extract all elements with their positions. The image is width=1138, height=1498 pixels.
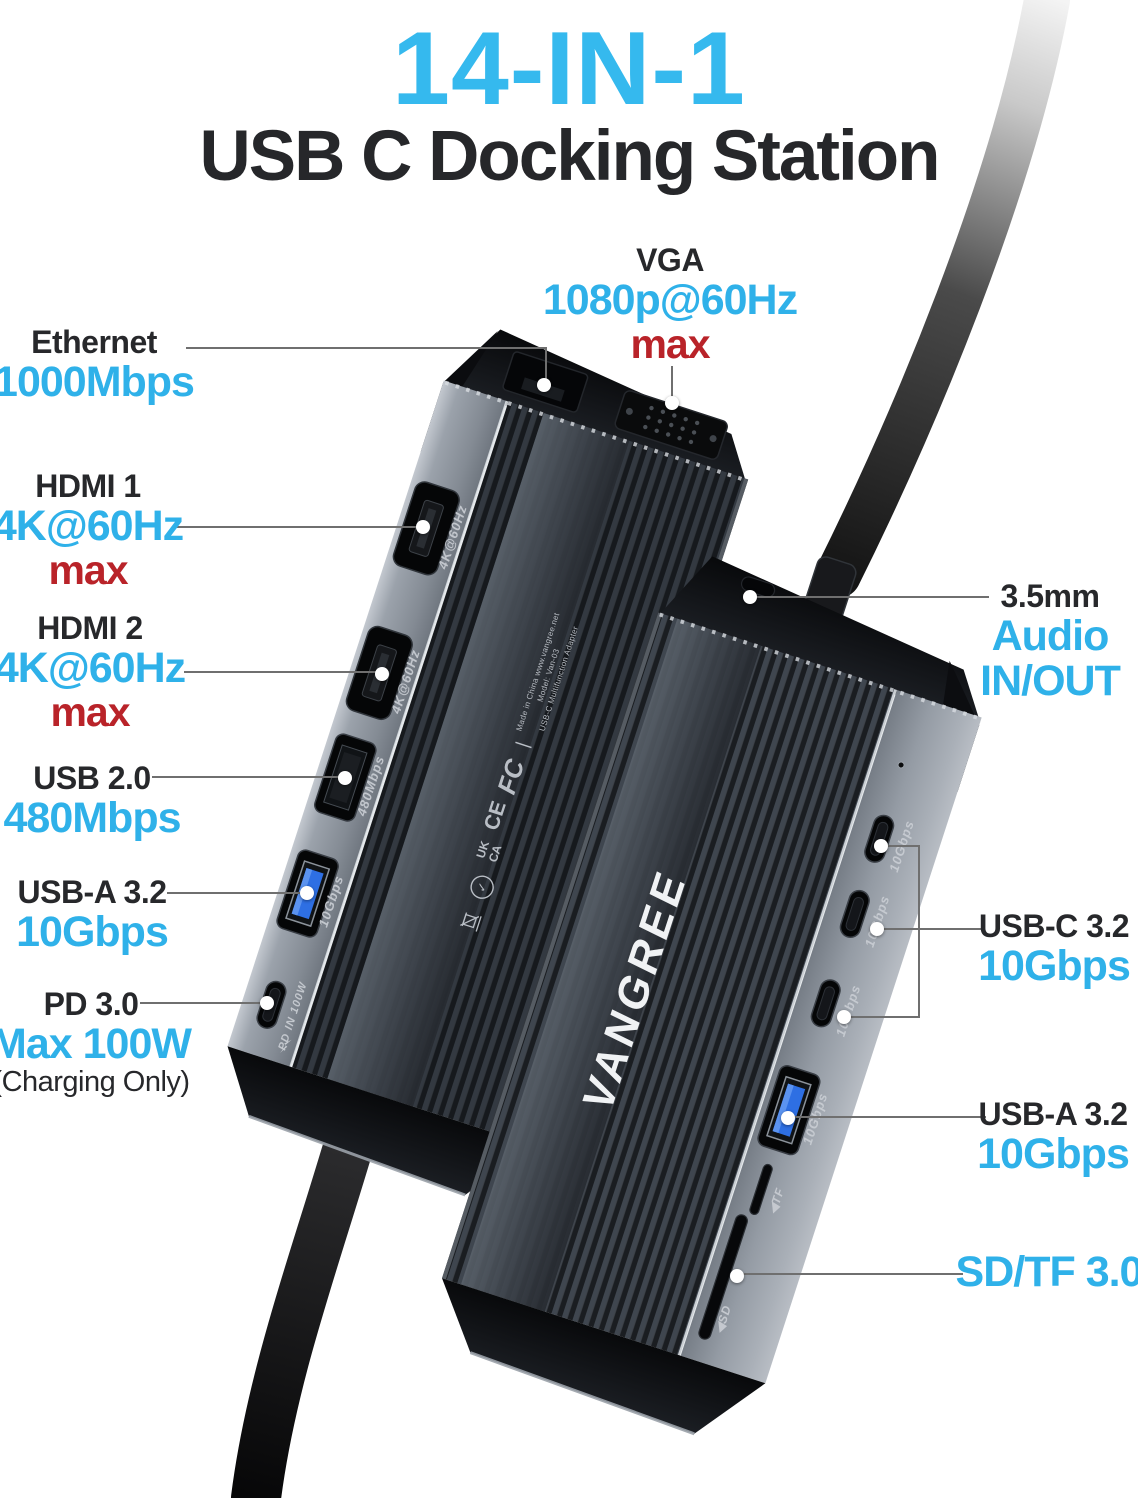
audio-name: 3.5mm: [1000, 578, 1100, 614]
callout-line-usba-right: [791, 1116, 986, 1118]
label-usba-left: USB-A 3.2 10Gbps: [16, 874, 169, 956]
callout-dot-usbc2: [870, 922, 884, 936]
callout-line-vga: [671, 366, 673, 402]
print-divider: |: [512, 739, 532, 750]
callout-bracket-usbc-top: [884, 845, 920, 847]
device2-bottom-face: [442, 1278, 766, 1434]
usb20-spec: 480Mbps: [3, 793, 181, 842]
label-usba-right: USB-A 3.2 10Gbps: [977, 1096, 1130, 1178]
device2-gloss-band: [461, 618, 762, 1312]
tf-slot: [749, 1163, 773, 1215]
hdmi1-note: max: [48, 547, 128, 594]
ethernet-name: Ethernet: [31, 324, 157, 360]
ethernet-spec: 1000Mbps: [0, 357, 195, 406]
ukca-mark-uk: UK: [473, 839, 492, 860]
usbc-port-3: [810, 979, 841, 1028]
callout-line-hdmi2: [184, 671, 381, 673]
callout-line-usb20: [152, 776, 344, 778]
label-ethernet: Ethernet 1000Mbps: [0, 324, 195, 406]
device2-rim-highlight: [677, 689, 898, 1356]
hdmi1-spec: 4K@60Hz: [0, 501, 184, 550]
usbc-port-2: [839, 889, 870, 938]
hdmi2-spec: 4K@60Hz: [0, 643, 186, 692]
vga-name: VGA: [636, 242, 704, 278]
callout-dot-usba-right: [781, 1111, 795, 1125]
callout-dot-hdmi2: [375, 667, 389, 681]
pd-note: (Charging Only): [0, 1066, 190, 1099]
callout-line-sdtf: [740, 1273, 963, 1275]
hdmi2-name: HDMI 2: [37, 610, 143, 646]
usba-right-name: USB-A 3.2: [978, 1096, 1128, 1132]
device2-top-face: [656, 556, 981, 723]
svg-text:✓: ✓: [474, 880, 490, 894]
callout-dot-ethernet: [537, 378, 551, 392]
sdtf-name: SD/TF 3.0: [955, 1248, 1138, 1296]
device1-bottom-face: [227, 1046, 532, 1196]
callout-line-ethernet-v: [545, 347, 547, 385]
label-hdmi2: HDMI 2 4K@60Hz max: [0, 610, 186, 736]
usbc-right-spec: 10Gbps: [978, 941, 1131, 990]
vga-port: [614, 390, 728, 460]
label-usbc-right: USB-C 3.2 10Gbps: [978, 908, 1131, 990]
weee-icon: [460, 912, 482, 932]
label-usb20: USB 2.0 480Mbps: [3, 760, 181, 842]
callout-dot-usb20: [338, 771, 352, 785]
callout-line-pd: [140, 1002, 266, 1004]
label-vga: VGA 1080p@60Hz max: [542, 242, 798, 368]
label-audio: 3.5mm Audio IN/OUT: [980, 578, 1121, 706]
audio-spec-1: Audio: [991, 611, 1110, 660]
host-cable-bottom: [231, 1099, 380, 1498]
pd-name: PD 3.0: [43, 986, 139, 1022]
lightning-icon: [280, 1039, 292, 1053]
callout-bracket-usbc-v: [918, 845, 920, 1018]
callout-bracket-usbc-bottom: [847, 1016, 920, 1018]
usba-right-spec: 10Gbps: [977, 1129, 1130, 1178]
callout-dot-hdmi1: [416, 520, 430, 534]
dock-front-unit: VANGREE: [442, 556, 982, 1436]
cert-circle-mark: ✓: [470, 875, 494, 899]
hdmi1-name: HDMI 1: [35, 468, 141, 504]
usba-left-name: USB-A 3.2: [17, 874, 167, 910]
headline-badge: 14-IN-1: [392, 11, 746, 127]
ukca-mark-ca: CA: [486, 843, 505, 864]
dock-rear-unit: 4K@60Hz 4K@60Hz 480Mbps 10Gbps PD IN 100…: [227, 329, 749, 1197]
label-pd: PD 3.0 Max 100W (Charging Only): [0, 986, 192, 1099]
callout-dot-audio: [743, 590, 757, 604]
vga-spec: 1080p@60Hz: [542, 275, 798, 324]
audio-spec-2: IN/OUT: [980, 657, 1121, 706]
callout-dot-pd: [260, 996, 274, 1010]
callout-dot-sdtf: [730, 1269, 744, 1283]
callout-line-ethernet-h: [186, 347, 547, 349]
device1-rim-highlight: [289, 400, 509, 1068]
usba-left-spec: 10Gbps: [16, 907, 169, 956]
host-cable-top: [815, 0, 1070, 598]
label-hdmi1: HDMI 1 4K@60Hz max: [0, 468, 184, 594]
usba-port-right: [757, 1065, 821, 1156]
vga-note: max: [630, 321, 710, 368]
callout-line-usba-left: [167, 892, 306, 894]
callout-dot-usba-left: [300, 886, 314, 900]
callout-line-audio: [753, 596, 989, 598]
callout-line-hdmi1: [172, 526, 422, 528]
callout-dot-usbc3: [837, 1010, 851, 1024]
label-sdtf: SD/TF 3.0: [955, 1248, 1138, 1296]
reset-hole: [897, 761, 905, 769]
usb20-name: USB 2.0: [33, 760, 151, 796]
sd-slot: [698, 1214, 748, 1340]
usbc-right-name: USB-C 3.2: [978, 908, 1130, 944]
hdmi2-note: max: [50, 689, 130, 736]
page-title: USB C Docking Station: [199, 117, 940, 196]
pd-spec: Max 100W: [0, 1019, 192, 1068]
callout-dot-vga: [665, 396, 679, 410]
device1-gloss-band: [327, 413, 630, 1107]
callout-line-usbc-lead: [880, 928, 984, 930]
callout-dot-usbc1: [874, 839, 888, 853]
